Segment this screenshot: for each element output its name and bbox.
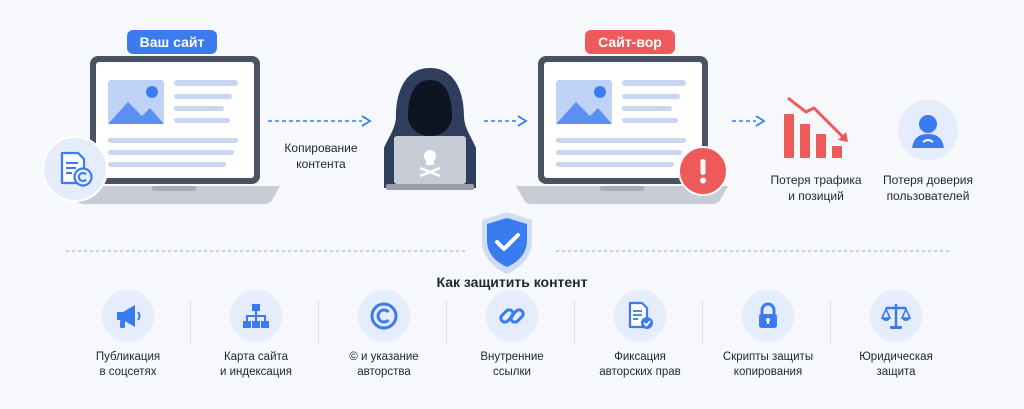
trust-loss-label: Потеря доверия пользователей bbox=[876, 172, 980, 204]
method-copyright: © и указание авторства bbox=[320, 290, 448, 400]
method-label-line2: в соцсетях bbox=[99, 366, 157, 378]
method-icon-bg bbox=[742, 290, 794, 342]
method-label: Карта сайта и индексация bbox=[192, 350, 320, 380]
sad-user-avatar bbox=[898, 100, 958, 160]
sad-user-icon bbox=[912, 115, 944, 148]
thief-site-laptop-illustration bbox=[516, 56, 728, 204]
method-label-line1: Публикация bbox=[95, 351, 161, 363]
method-label-line2: авторства bbox=[357, 366, 411, 378]
method-label-line1: © и указание bbox=[349, 351, 419, 363]
method-label: © и указание авторства bbox=[320, 350, 448, 380]
method-separator bbox=[830, 300, 831, 344]
method-label-line2: копирования bbox=[733, 366, 803, 378]
link-icon bbox=[499, 308, 525, 324]
copy-arrow bbox=[268, 115, 372, 127]
traffic-loss-line1: Потеря трафика bbox=[770, 173, 862, 187]
method-label-line1: Карта сайта bbox=[223, 351, 289, 363]
method-label-line2: авторских прав bbox=[599, 366, 681, 378]
method-separator bbox=[446, 300, 447, 344]
copy-content-label-line2: контента bbox=[296, 157, 346, 171]
megaphone-icon bbox=[117, 305, 141, 328]
method-label: Юридическая защита bbox=[832, 350, 960, 380]
method-separator bbox=[190, 300, 191, 344]
copyright-document-icon bbox=[60, 151, 93, 187]
your-site-label: Ваш сайт bbox=[127, 30, 217, 54]
trust-loss-line1: Потеря доверия bbox=[883, 173, 973, 187]
method-label-line2: и индексация bbox=[219, 366, 293, 378]
scales-icon bbox=[881, 304, 911, 329]
method-label-line1: Фиксация bbox=[614, 351, 666, 363]
method-icon-bg bbox=[358, 290, 410, 342]
method-icon-bg bbox=[102, 290, 154, 342]
method-icon-bg bbox=[870, 290, 922, 342]
certified-document-icon bbox=[628, 301, 653, 329]
divider-left bbox=[66, 250, 466, 252]
method-social: Публикация в соцсетях bbox=[64, 290, 192, 400]
copyright-icon bbox=[370, 302, 398, 330]
method-sitemap: Карта сайта и индексация bbox=[192, 290, 320, 400]
method-label-line1: Скрипты защиты bbox=[722, 351, 814, 363]
method-icon-bg bbox=[230, 290, 282, 342]
divider-right bbox=[556, 250, 952, 252]
method-separator bbox=[702, 300, 703, 344]
method-label-line1: Юридическая bbox=[859, 351, 933, 363]
method-label: Публикация в соцсетях bbox=[64, 350, 192, 380]
method-icon-bg bbox=[486, 290, 538, 342]
exclamation-icon bbox=[700, 159, 706, 184]
thief-site-label: Сайт-вор bbox=[585, 30, 675, 54]
traffic-loss-line2: и позиций bbox=[788, 189, 844, 203]
traffic-decline-icon bbox=[784, 96, 848, 158]
method-separator bbox=[318, 300, 319, 344]
method-copy-protection-scripts: Скрипты защиты копирования bbox=[704, 290, 832, 400]
trust-loss-line2: пользователей bbox=[886, 189, 970, 203]
hacker-illustration bbox=[384, 68, 476, 190]
shield-check-icon bbox=[482, 212, 532, 274]
publish-arrow bbox=[484, 115, 528, 127]
method-label: Скрипты защиты копирования bbox=[704, 350, 832, 380]
sitemap-icon bbox=[243, 304, 269, 328]
traffic-loss-label: Потеря трафика и позиций bbox=[766, 172, 866, 204]
method-label: Внутренние ссылки bbox=[448, 350, 576, 380]
method-label-line2: ссылки bbox=[493, 366, 531, 378]
your-site-laptop-illustration bbox=[68, 56, 280, 204]
method-label-line1: Внутренние bbox=[480, 351, 544, 363]
copy-content-label: Копирование контента bbox=[276, 140, 366, 172]
method-separator bbox=[574, 300, 575, 344]
method-copyright-registration: Фиксация авторских прав bbox=[576, 290, 704, 400]
padlock-icon bbox=[759, 302, 777, 328]
loss-arrow bbox=[732, 115, 766, 127]
protection-title: Как защитить контент bbox=[436, 274, 588, 290]
copyright-document-badge bbox=[42, 136, 108, 202]
method-legal-protection: Юридическая защита bbox=[832, 290, 960, 400]
method-label: Фиксация авторских прав bbox=[576, 350, 704, 380]
copy-content-label-line1: Копирование bbox=[284, 141, 358, 155]
method-internal-links: Внутренние ссылки bbox=[448, 290, 576, 400]
method-label-line2: защита bbox=[876, 366, 916, 378]
method-icon-bg bbox=[614, 290, 666, 342]
alert-badge bbox=[678, 146, 728, 196]
